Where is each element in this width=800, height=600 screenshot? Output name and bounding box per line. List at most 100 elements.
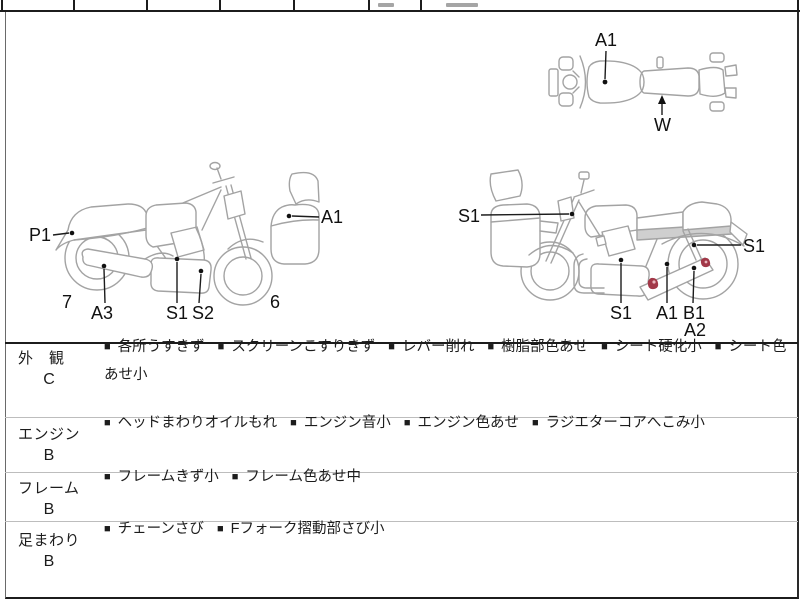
header-cell-divider <box>368 0 370 10</box>
list-item: ■シート色あせ小 <box>104 339 786 383</box>
label-a1-text: A1 <box>321 207 343 227</box>
pointer-line <box>198 273 202 304</box>
bullet-square-icon: ■ <box>217 340 225 353</box>
defect-item-list: ■ フレームきず小 ■フレーム色あせ中 <box>104 464 792 492</box>
rust-mark-swingarm-front <box>647 277 659 290</box>
motorcycle-top-outline <box>548 52 738 112</box>
header-cell-divider <box>1 0 3 10</box>
defect-item-text: Fフォーク摺動部さび小 <box>230 521 385 537</box>
label-s1-text: S1 <box>610 303 632 323</box>
list-item: ■ ヘッドまわりオイルもれ <box>104 415 277 431</box>
label-b1-swingarm: B1 <box>683 265 705 323</box>
label-7-text: 7 <box>62 292 72 312</box>
pointer-line <box>52 232 70 236</box>
list-item: ■ エンジン色あせ <box>404 415 519 431</box>
grade-value: C <box>43 371 55 388</box>
table-row-divider <box>5 472 798 473</box>
rust-mark-rear-axle <box>700 257 711 268</box>
label-a2-swingarm: A2 <box>684 320 706 340</box>
label-p1-text: P1 <box>29 225 51 245</box>
label-s2-text: S2 <box>192 303 214 323</box>
defect-item-text: チェーンさび <box>117 521 204 537</box>
motorcycle-left-outline <box>55 161 320 306</box>
bullet-square-icon: ■ <box>104 522 111 535</box>
header-cell-divider <box>73 0 75 10</box>
label-b1-text: B1 <box>683 303 705 323</box>
bullet-square-icon: ■ <box>487 340 495 353</box>
defect-item-text: シート色あせ小 <box>104 339 787 383</box>
bullet-square-icon: ■ <box>388 340 395 353</box>
bullet-square-icon: ■ <box>104 340 111 353</box>
defect-item-text: 樹脂部色あせ <box>501 339 589 355</box>
bullet-square-icon: ■ <box>104 470 111 483</box>
defect-item-text: 各所うすきず <box>117 339 205 355</box>
label-p1-rear-fender: P1 <box>29 225 75 245</box>
table-top-rule <box>5 342 798 344</box>
pointer-dot <box>174 256 180 262</box>
category-label: 足まわり <box>18 532 81 549</box>
list-item: ■ 樹脂部色あせ <box>487 339 588 355</box>
table-row-divider <box>5 521 798 522</box>
motorcycle-right-side-diagram: S1 S1 S1 A1 B1 A2 <box>458 169 765 340</box>
defect-item-text: シート硬化小 <box>614 339 702 355</box>
defect-item-text: レバー削れ <box>401 339 475 355</box>
label-s1-text: S1 <box>166 303 188 323</box>
defect-item-text: ヘッドまわりオイルもれ <box>117 415 278 431</box>
motorcycle-left-side-diagram: P1 7 A3 S1 S2 A1 6 <box>29 161 343 323</box>
pointer-dot <box>602 79 608 85</box>
defect-item-text: フレーム色あせ中 <box>245 469 361 485</box>
label-w-seat-text: W <box>654 115 671 135</box>
pointer-dot <box>198 268 204 274</box>
label-s1-rear-shock: S1 <box>691 236 765 256</box>
grade-value: B <box>43 447 55 464</box>
motorcycle-right-outline <box>489 169 748 301</box>
label-w-seat: W <box>654 95 671 135</box>
bullet-square-icon: ■ <box>290 416 297 429</box>
header-cell-divider <box>420 0 422 10</box>
label-a1-tank: A1 <box>595 30 617 85</box>
bullet-square-icon: ■ <box>714 340 722 353</box>
pointer-dot <box>664 261 670 267</box>
list-item: ■ レバー削れ <box>388 339 474 355</box>
pointer-line <box>291 215 320 218</box>
label-a3-muffler: A3 <box>91 263 113 323</box>
defect-item-text: エンジン色あせ <box>417 415 519 431</box>
header-cell-divider <box>146 0 148 10</box>
list-item: ■ フレームきず小 <box>104 469 219 485</box>
pointer-dot <box>101 263 107 269</box>
label-s2-frame: S2 <box>192 268 214 323</box>
list-item: ■シート硬化小 <box>601 339 702 355</box>
header-cell-divider <box>293 0 295 10</box>
pointer-line <box>103 268 106 304</box>
bullet-square-icon: ■ <box>531 416 539 429</box>
pointer-dot <box>286 213 292 219</box>
defect-item-list: ■ ヘッドまわりオイルもれ ■ エンジン音小 ■ エンジン色あせ ■ ラジエターコアへこみ小 <box>104 410 792 438</box>
defect-item-text: フレームきず小 <box>117 469 219 485</box>
label-a1-swingarm: A1 <box>656 261 678 323</box>
pointer-dot <box>691 242 697 248</box>
defect-item-text: ラジエターコアへこみ小 <box>545 415 705 431</box>
list-item: ■ 各所うすきず <box>104 339 205 355</box>
label-s1-text: S1 <box>458 206 480 226</box>
list-item: ■ スクリーンこすりきず <box>218 339 376 355</box>
defect-item-text: エンジン音小 <box>303 415 391 431</box>
bullet-square-icon: ■ <box>104 416 111 429</box>
list-item: ■フレーム色あせ中 <box>232 469 361 485</box>
bullet-square-icon: ■ <box>216 522 224 535</box>
defect-item-list: ■ チェーンさび ■ Fフォーク摺動部さび小 <box>104 516 792 544</box>
bullet-square-icon: ■ <box>403 416 411 429</box>
label-a2-text: A2 <box>684 320 706 340</box>
grade-value: B <box>43 553 55 570</box>
sheet-border <box>5 12 799 599</box>
pointer-dot <box>69 230 75 236</box>
pointer-line <box>480 213 570 216</box>
label-6-text: 6 <box>270 292 280 312</box>
category-label: エンジン <box>18 426 81 443</box>
cutoff-header-row <box>0 0 800 12</box>
list-item: ■ エンジン音小 <box>290 415 391 431</box>
grade-value: B <box>43 501 55 518</box>
label-7-rear-wheel: 7 <box>62 292 72 312</box>
defect-item-text: スクリーンこすりきず <box>231 339 376 355</box>
label-s1-engine: S1 <box>610 257 632 323</box>
category-label: フレーム <box>18 480 80 497</box>
